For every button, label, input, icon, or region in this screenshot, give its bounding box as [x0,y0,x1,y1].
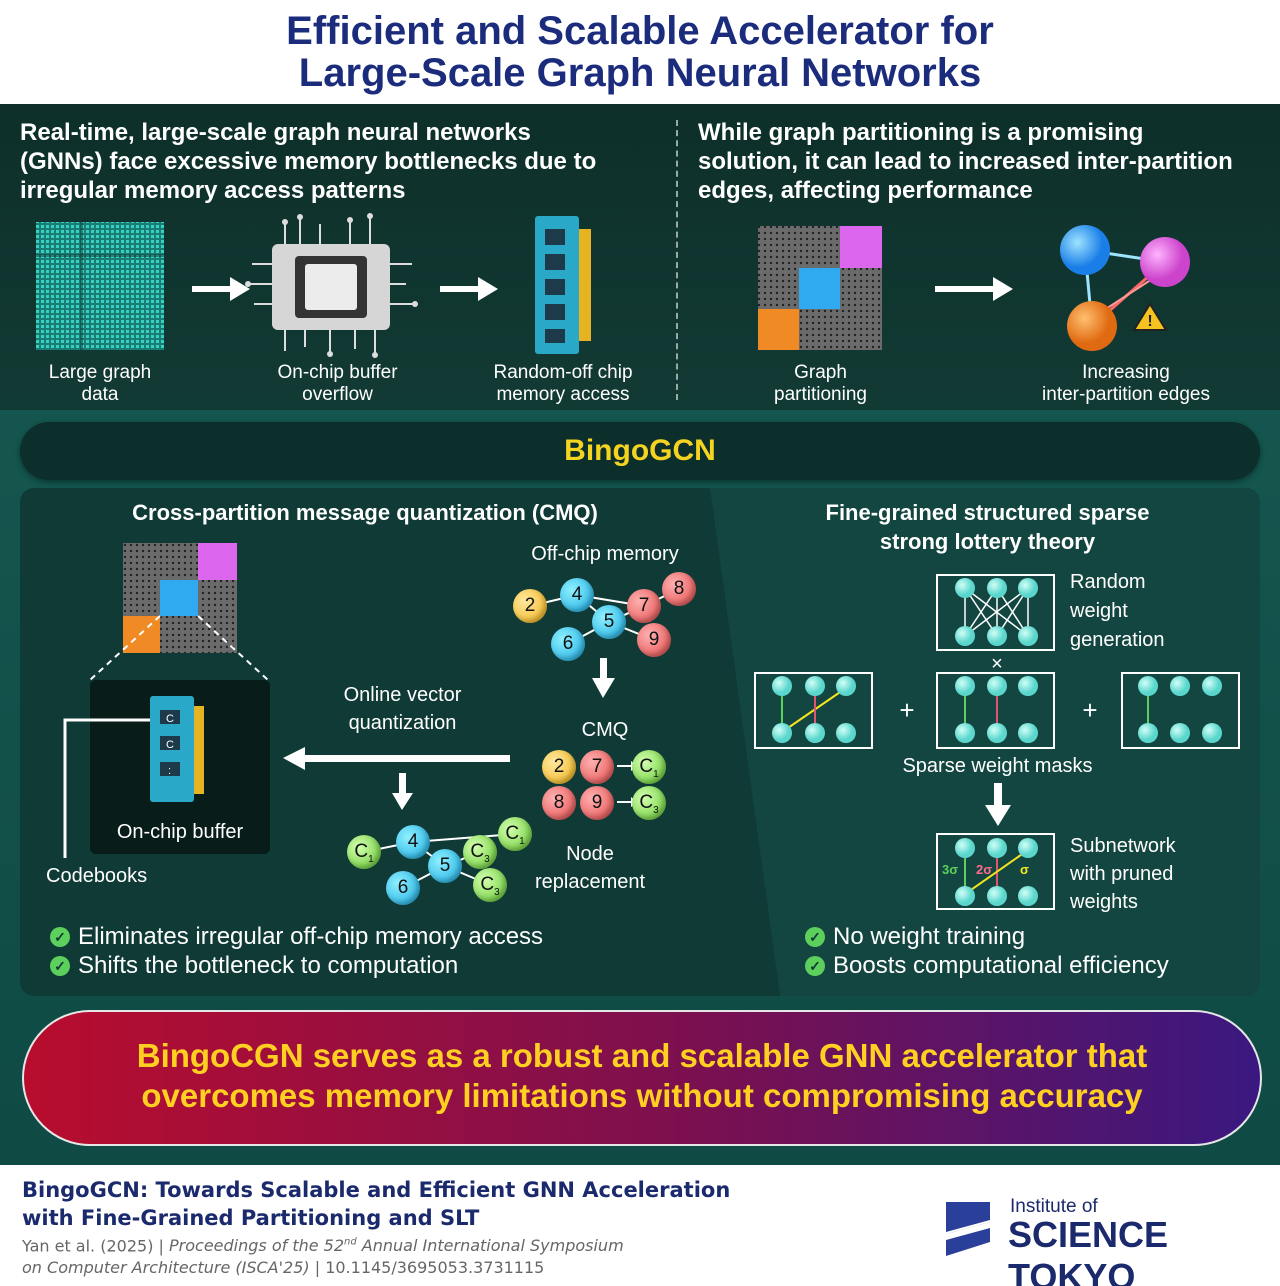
method-name: BingoGCN [564,434,716,467]
result-node-6: 6 [386,871,420,905]
onchip-buffer-label: On-chip buffer [116,821,244,843]
result-code-c3-top: C3 [463,835,497,869]
node-6: 6 [551,627,585,661]
weight-label-3sigma: 3σ [942,862,959,877]
cmq-label: CMQ [581,719,629,741]
node-5: 5 [592,605,626,639]
codebooks-label: Codebooks [46,865,148,887]
result-code-c1-right: C1 [498,817,532,851]
result-node-5: 5 [428,849,462,883]
page-title-line1: Efficient and Scalable Accelerator for [286,9,994,53]
section-divider [676,120,678,400]
graph-matrix-icon [36,222,164,350]
cmq-node-7: 7 [580,750,614,784]
cmq-node-8: 8 [542,786,576,820]
conclusion-line1: BingoCGN serves as a robust and scalable… [136,1037,1148,1074]
weight-label-2sigma: 2σ [976,862,993,877]
institution-line2: SCIENCE TOKYO [1008,1214,1169,1286]
node-8: 8 [662,572,696,606]
svg-text:!: ! [1147,313,1152,330]
check-icon: ✓ [50,956,70,976]
memory-module-icon [535,216,591,354]
weight-label-sigma: σ [1020,862,1029,877]
page-title-line2: Large-Scale Graph Neural Networks [298,51,982,95]
title-bar: Efficient and Scalable Accelerator for L… [0,0,1280,104]
problem-icons-layer: ! [36,213,1190,358]
partition-grid-icon [89,543,269,681]
partition-grid-icon [758,226,882,350]
check-icon: ✓ [50,927,70,947]
method-name-bar: BingoGCN [20,422,1260,480]
down-arrow-icon [592,658,615,698]
problem-left-heading: Real-time, large-scale graph neural netw… [20,119,597,204]
svg-text:C: C [166,713,174,725]
reference-citation: Yan et al. (2025) | Proceedings of the 5… [22,1236,624,1278]
offchip-memory-label: Off-chip memory [531,543,679,565]
result-code-c3-bottom: C3 [473,868,507,902]
quantization-arrow [283,747,510,770]
plus-symbol: + [899,695,915,725]
slt-bullet-2: ✓Boosts computational efficiency [805,952,1169,980]
arrow-icon [440,277,498,301]
reference-title: BingoGCN: Towards Scalable and Efficient… [22,1178,731,1230]
node-4: 4 [560,578,594,612]
cmq-bullet-1: ✓Eliminates irregular off-chip memory ac… [50,923,543,951]
codeword-c1: C1 [632,750,666,784]
institution-line1: Institute of [1010,1196,1098,1217]
node-7: 7 [627,589,661,623]
svg-text:C: C [166,739,174,751]
onchip-buffer-box: C C : [90,680,270,854]
codebook-connector [63,718,150,858]
down-arrow-icon [392,773,413,810]
node-2: 2 [513,589,547,623]
institution-logo-icon [946,1202,990,1256]
cmq-node-9: 9 [580,786,614,820]
footer [0,1165,1280,1286]
problem-right-heading: While graph partitioning is a promising … [698,119,1233,204]
result-node-4: 4 [396,825,430,859]
conclusion-line2: overcomes memory limitations without com… [141,1077,1143,1114]
chip-icon [246,218,415,354]
node-9: 9 [637,623,671,657]
sparse-masks-label: Sparse weight masks [902,755,1093,777]
cmq-node-2: 2 [542,750,576,784]
slt-bullet-1: ✓No weight training [805,923,1025,951]
cmq-bullet-2: ✓Shifts the bottleneck to computation [50,952,458,980]
times-symbol: × [991,653,1003,675]
arrow-icon [935,277,1013,301]
result-code-c1-left: C1 [347,835,381,869]
arrow-icon [192,277,250,301]
cmq-heading: Cross-partition message quantization (CM… [132,500,598,525]
check-icon: ✓ [805,927,825,947]
svg-text::: : [168,765,171,777]
conclusion-banner: BingoCGN serves as a robust and scalable… [22,1010,1262,1146]
codeword-c3: C3 [632,786,666,820]
down-arrow-icon [985,783,1011,826]
inter-partition-graph-icon: ! [1060,225,1190,351]
plus-symbol: + [1082,695,1098,725]
check-icon: ✓ [805,956,825,976]
